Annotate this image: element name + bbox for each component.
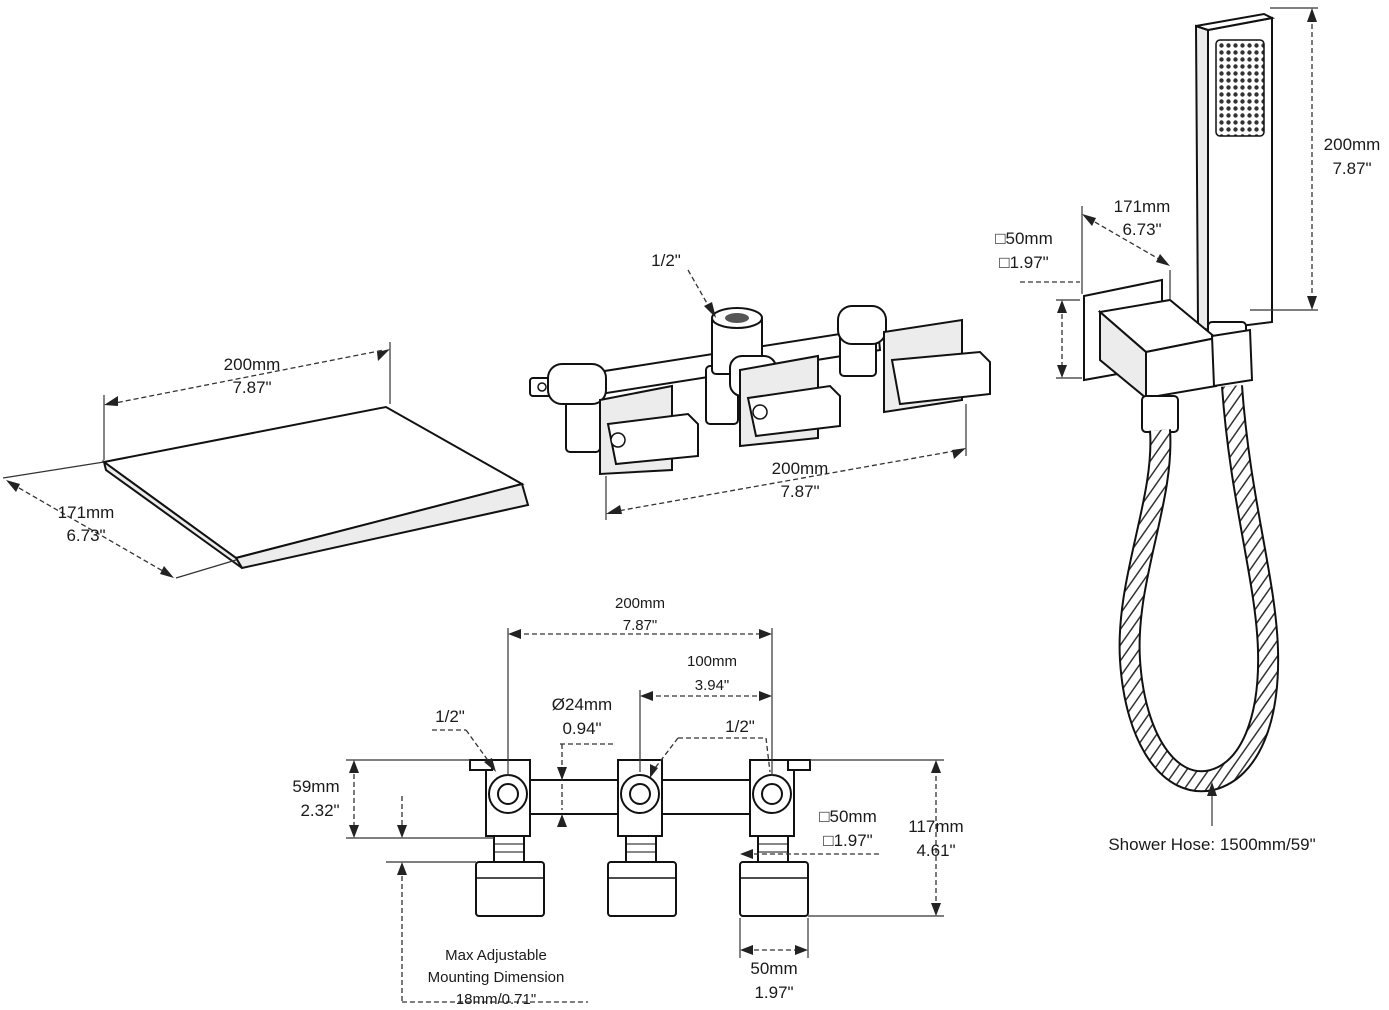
max-adjust-line1: Max Adjustable — [445, 947, 547, 964]
bracket-depth-mm: 171mm — [1114, 197, 1171, 216]
left-inlet-leader — [432, 729, 496, 772]
half-span-inch: 3.94" — [695, 677, 730, 694]
handle-square-inch: □1.97" — [823, 831, 872, 850]
pipe-height-dimension — [346, 759, 494, 839]
shower-hose-arrow — [1207, 782, 1217, 826]
hand-shower-height-mm: 200mm — [1324, 135, 1381, 154]
valve-inlet-leader — [687, 269, 716, 318]
total-height-dimension — [808, 759, 944, 917]
valve-width-dimension — [605, 404, 967, 520]
valve-width-inch: 7.87" — [780, 482, 819, 501]
handle-square-mm: □50mm — [819, 807, 877, 826]
shower-hose-drawing — [1118, 385, 1280, 793]
total-height-inch: 4.61" — [916, 841, 955, 860]
handle-width-dimension — [739, 918, 809, 958]
half-span-mm: 100mm — [687, 653, 737, 670]
spout-length-dimension — [103, 342, 391, 460]
installation-front-view — [469, 759, 811, 917]
max-adjust-line3: 18mm/0.71" — [456, 991, 536, 1008]
center-span-dimension — [507, 628, 773, 776]
total-height-mm: 117mm — [908, 817, 963, 836]
max-adjust-line2: Mounting Dimension — [428, 969, 565, 986]
center-span-inch: 7.87" — [623, 617, 658, 634]
pipe-height-inch: 2.32" — [300, 801, 339, 820]
handle-width-inch: 1.97" — [754, 983, 793, 1002]
left-inlet-label: 1/2" — [435, 707, 465, 726]
hand-shower-height-inch: 7.87" — [1332, 159, 1371, 178]
bracket-plate-inch: □1.97" — [999, 253, 1048, 272]
spout-length-mm: 200mm — [224, 355, 281, 374]
valve-body-drawing — [529, 305, 991, 476]
valve-inlet-label: 1/2" — [651, 251, 681, 270]
spout-length-inch: 7.87" — [232, 378, 271, 397]
bracket-depth-inch: 6.73" — [1122, 220, 1161, 239]
half-span-dimension — [639, 690, 772, 772]
spout-drawing — [101, 405, 530, 570]
max-adjust-dimension — [386, 861, 588, 1003]
right-inlet-leader — [650, 737, 771, 778]
bracket-plate-mm: □50mm — [995, 229, 1053, 248]
pipe-height-mm: 59mm — [292, 777, 339, 796]
shower-hose-label: Shower Hose: 1500mm/59" — [1108, 835, 1315, 854]
hand-shower-height-dimension — [1250, 7, 1318, 311]
spout-depth-dimension — [2, 461, 237, 579]
spout-depth-mm: 171mm — [58, 503, 115, 522]
handle-width-mm: 50mm — [750, 959, 797, 978]
hand-shower-drawing — [1194, 12, 1276, 341]
bracket-depth-dimension — [1081, 206, 1171, 300]
center-span-mm: 200mm — [615, 595, 665, 612]
bracket-plate-dimension — [1020, 281, 1082, 379]
valve-width-mm: 200mm — [772, 459, 829, 478]
spout-depth-inch: 6.73" — [66, 526, 105, 545]
pipe-diameter-inch: 0.94" — [562, 719, 601, 738]
pipe-diameter-mm: Ø24mm — [552, 695, 612, 714]
handle-square-dimension — [740, 849, 882, 859]
wall-bracket-drawing — [1083, 278, 1254, 433]
pipe-diameter-dimension — [557, 743, 614, 827]
right-inlet-label: 1/2" — [725, 717, 755, 736]
